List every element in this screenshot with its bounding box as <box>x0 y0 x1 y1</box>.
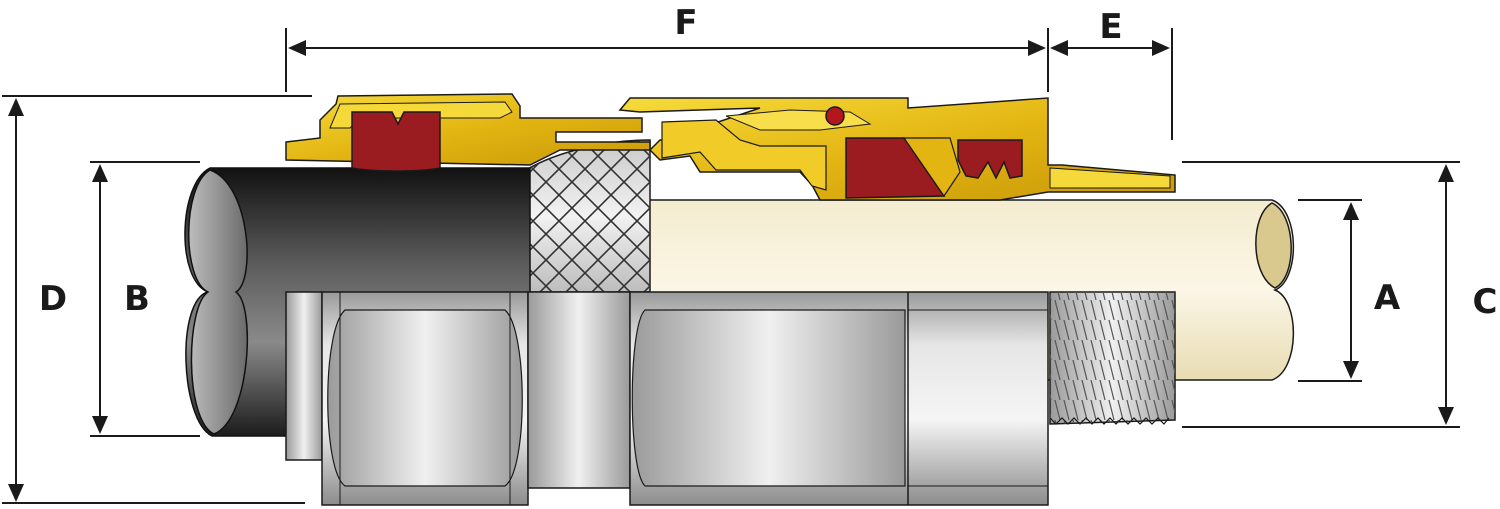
gland-body-lower <box>285 291 1176 506</box>
brass-seal-wedge <box>902 137 961 198</box>
label-b: B <box>124 279 150 319</box>
thread-lines <box>1050 292 1175 424</box>
label-f: F <box>674 3 697 43</box>
brass-body-lip <box>1049 167 1171 189</box>
cone-ring <box>527 291 631 489</box>
brass-clamp-cone <box>661 119 827 191</box>
label-d: D <box>39 279 67 319</box>
braid-mesh <box>526 140 650 292</box>
dimension-labels: F E D B A C <box>39 3 1498 322</box>
inner-sheath-cut-end <box>1255 202 1292 289</box>
outer-seal-left <box>351 111 441 172</box>
body-hex-flat <box>631 309 906 487</box>
label-e: E <box>1099 7 1122 47</box>
inner-seal-right-2 <box>957 139 1023 180</box>
dimension-lines <box>2 28 1460 504</box>
o-ring <box>825 106 845 126</box>
end-washer <box>285 291 323 461</box>
back-nut-flat <box>327 309 523 487</box>
label-c: C <box>1473 282 1498 322</box>
label-a: A <box>1374 278 1401 318</box>
gland-body-upper-section <box>285 93 1176 201</box>
outer-sheath-cut-end <box>188 169 249 435</box>
